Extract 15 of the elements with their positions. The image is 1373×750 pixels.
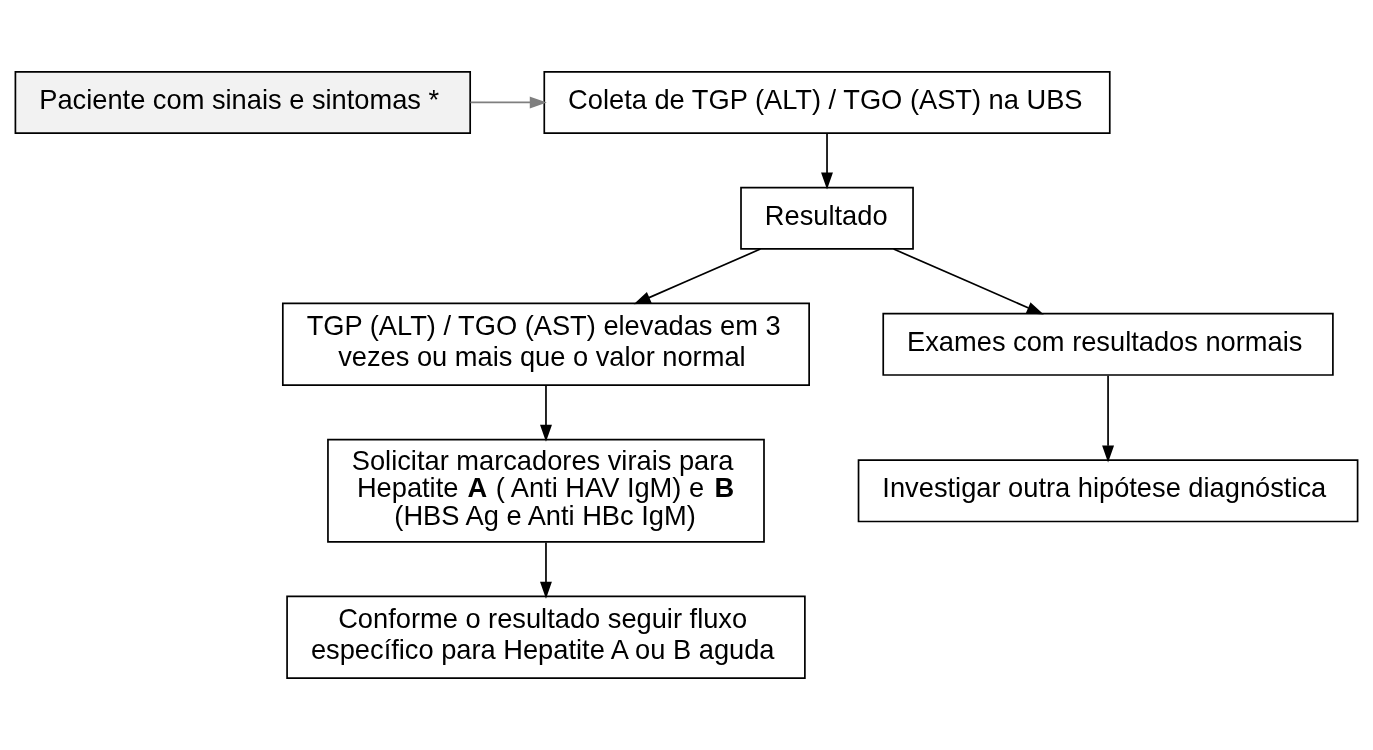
arrow xyxy=(821,132,833,190)
node-box: Investigar outra hipótese diagnóstica xyxy=(857,459,1359,523)
node-box: TGP (ALT) / TGO (AST) elevadas em 3 vezes ou mais que o valor normal xyxy=(281,302,810,387)
arrow xyxy=(540,541,552,599)
node-box: Exames com resultados normais xyxy=(882,312,1334,376)
node-box: Paciente com sinais e sintomas * xyxy=(14,70,472,134)
node-box: Solicitar marcadores virais para Hepatite A ( Anti HAV IgM) e B (HBS Ag e Anti HBc IgM) xyxy=(327,438,765,543)
arrow xyxy=(1102,374,1115,463)
node-box: Conforme o resultado seguir fluxo específico para Hepatite A ou B aguda xyxy=(286,595,806,680)
arrow xyxy=(633,248,762,305)
node-box: Resultado xyxy=(740,186,914,250)
node-box: Coleta de TGP (ALT) / TGO (AST) na UBS xyxy=(543,70,1111,134)
arrow xyxy=(540,385,552,442)
arrow xyxy=(469,96,547,109)
arrow xyxy=(892,248,1044,315)
